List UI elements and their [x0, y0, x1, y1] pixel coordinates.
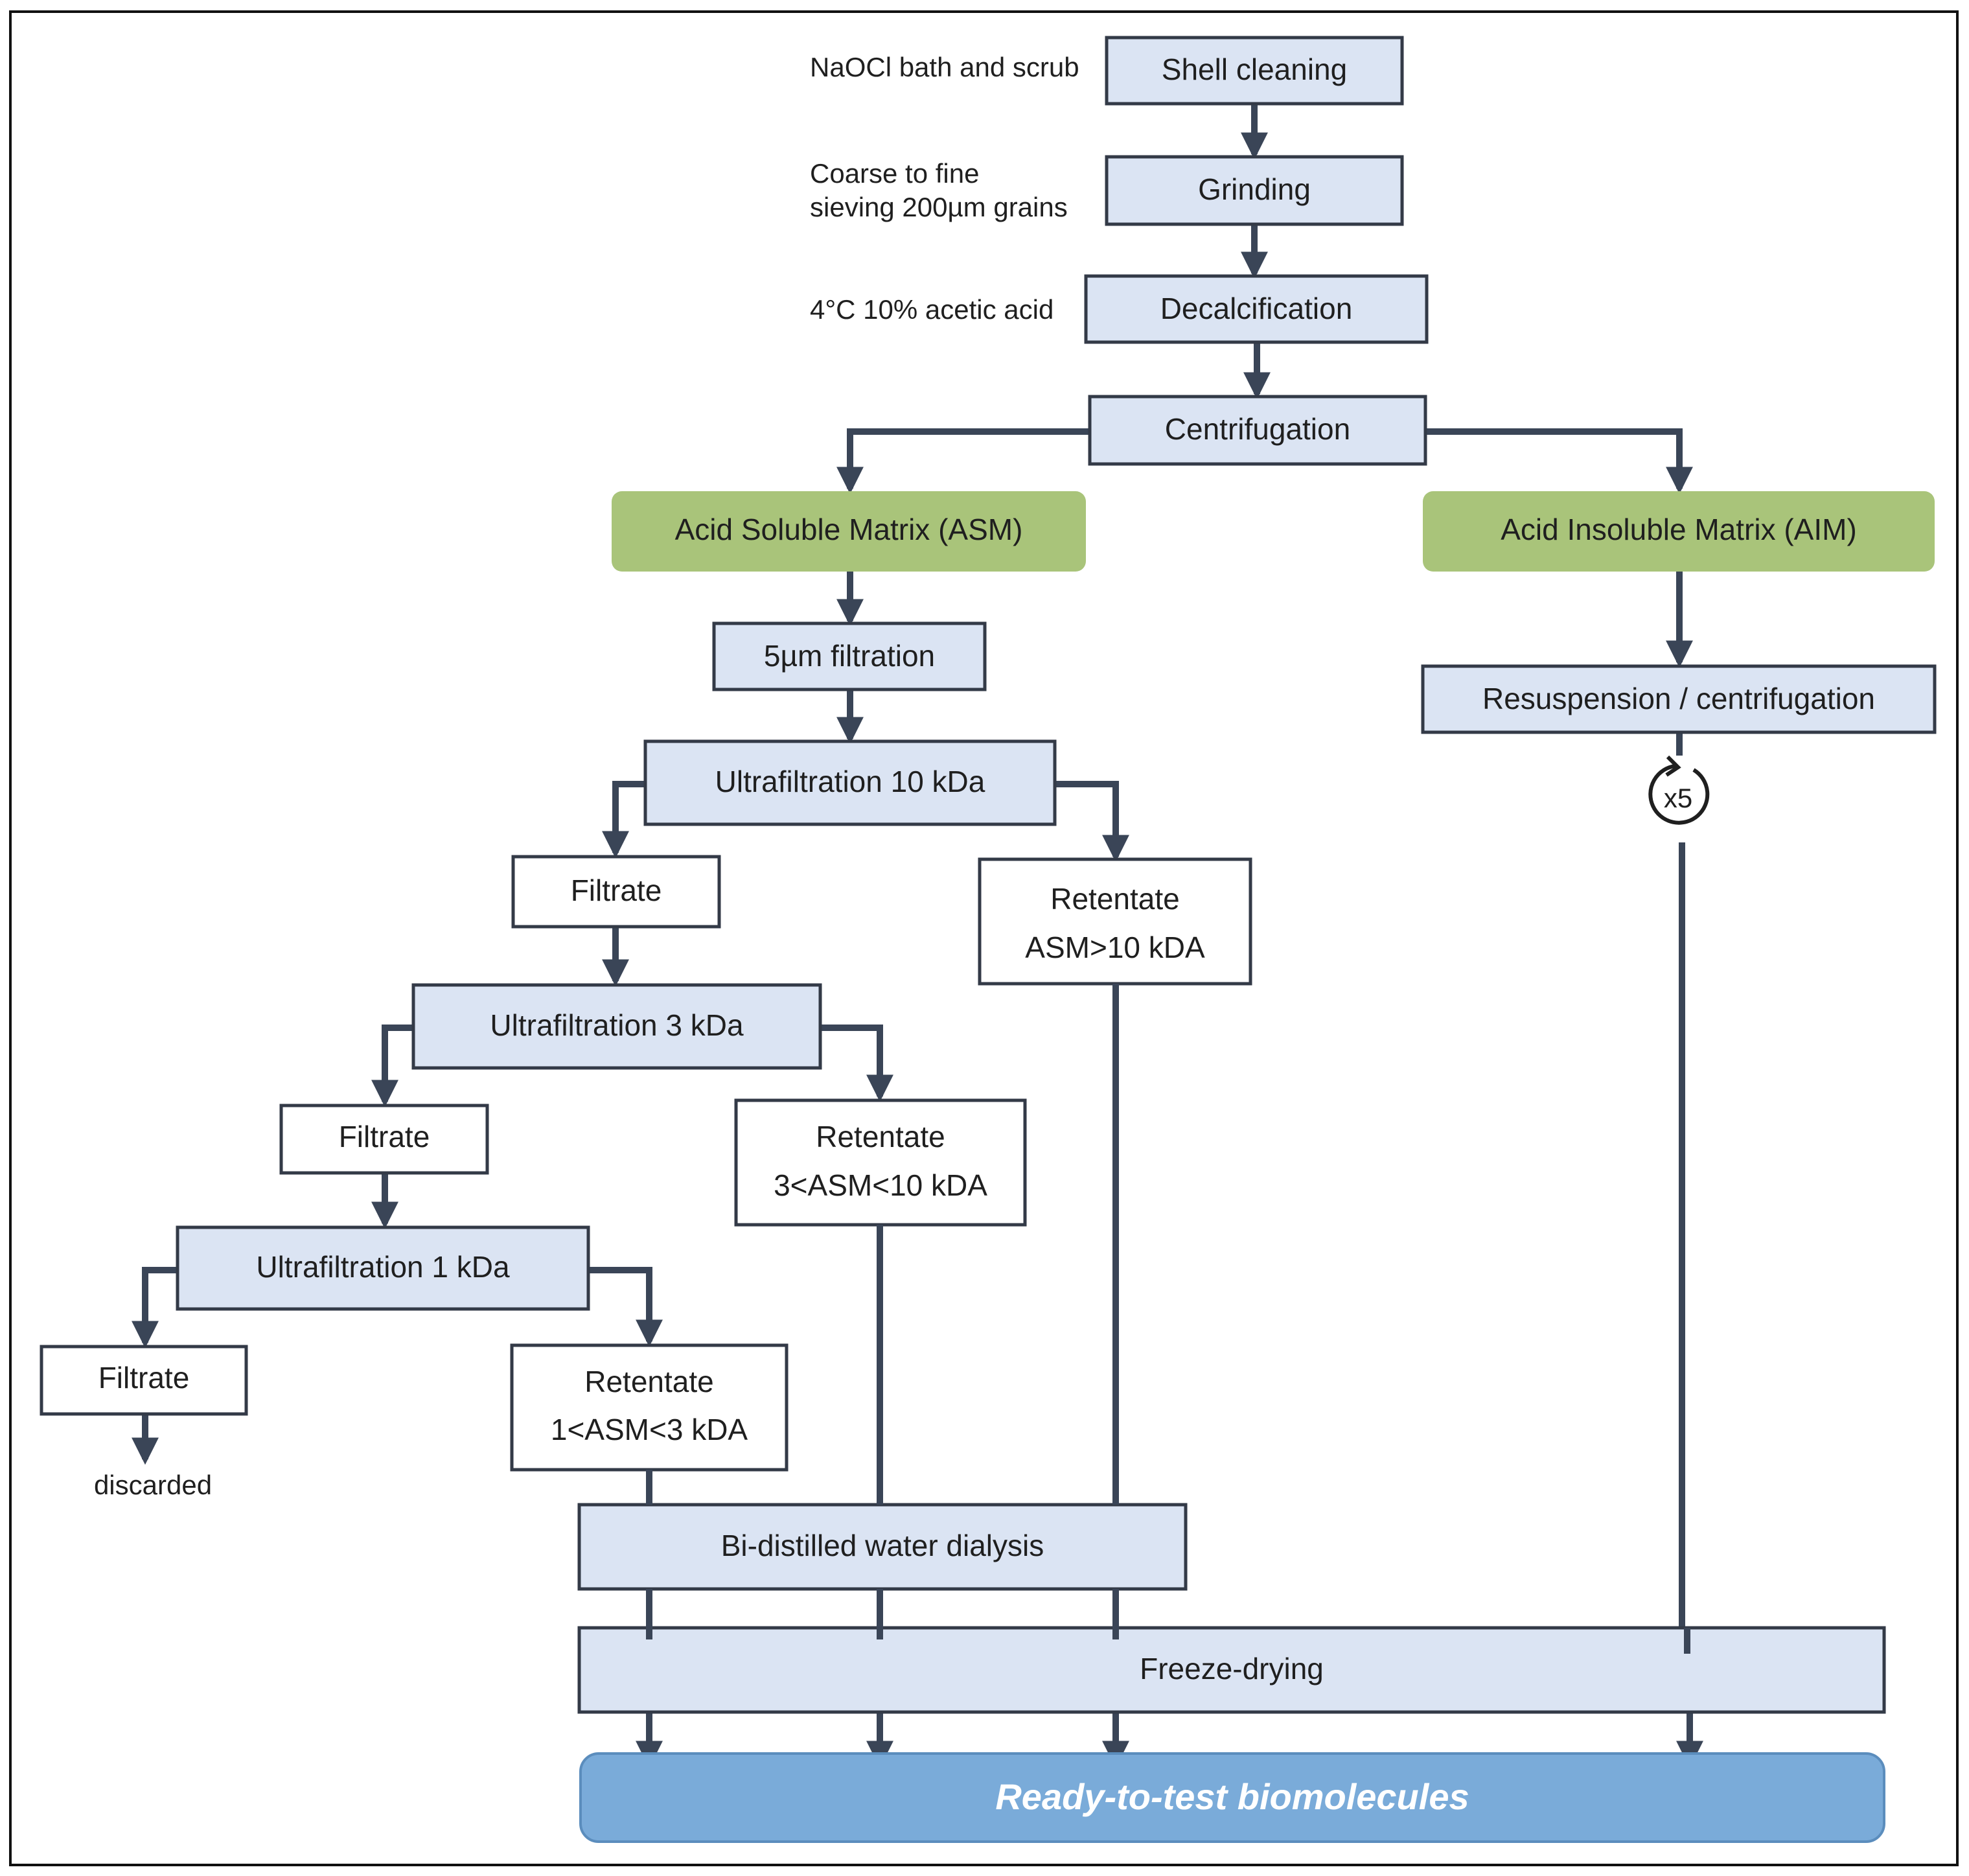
filtration-5um-label: 5µm filtration — [764, 639, 935, 673]
resuspension-box — [1421, 664, 1937, 734]
asm-box — [612, 491, 1086, 572]
shell-cleaning-box — [1105, 36, 1404, 106]
ultrafiltration-3kda-label: Ultrafiltration 3 kDa — [490, 1008, 744, 1042]
filtrate-box-3 — [40, 1345, 248, 1416]
aim-label: Acid Insoluble Matrix (AIM) — [1501, 513, 1857, 546]
dialysis-label: Bi-distilled water dialysis — [721, 1529, 1044, 1562]
arrow-uf1-to-retentate — [588, 1267, 663, 1347]
filtrate-box-1 — [511, 855, 721, 929]
dialysis-box — [577, 1503, 1188, 1591]
grinding-label: Grinding — [1198, 172, 1311, 206]
aim-box — [1423, 491, 1935, 572]
grinding-box — [1105, 155, 1404, 226]
ready-to-test-label: Ready-to-test biomolecules — [995, 1776, 1469, 1817]
ultrafiltration-3kda-box — [411, 983, 822, 1070]
ultrafiltration-1kda-box — [176, 1225, 590, 1311]
repeat-icon: x5 — [1648, 755, 1710, 825]
filtrate-label-3: Filtrate — [98, 1361, 190, 1395]
retentate-1kda-range: 1<ASM<3 kDA — [551, 1413, 748, 1446]
note-shell-cleaning: NaOCl bath and scrub — [810, 52, 1079, 82]
arrow-uf10-to-filtrate — [602, 781, 645, 859]
resuspension-label: Resuspension / centrifugation — [1482, 682, 1875, 715]
retentate-10kda-box — [978, 857, 1252, 986]
note-grinding-line1: Coarse to fine — [810, 158, 979, 189]
discarded-label: discarded — [94, 1470, 212, 1500]
arrow-uf1-to-filtrate — [132, 1267, 178, 1349]
ultrafiltration-10kda-box — [643, 739, 1057, 826]
overlay-connectors — [646, 984, 1690, 1654]
repeat-arrowhead — [1665, 755, 1681, 777]
filtrate-box-2 — [279, 1104, 489, 1175]
retentate-1kda-label: Retentate — [584, 1365, 713, 1398]
ultrafiltration-10kda-label: Ultrafiltration 10 kDa — [715, 765, 985, 798]
filtration-5um-box — [712, 621, 987, 691]
repeat-count-label: x5 — [1664, 783, 1692, 813]
retentate-1kda-box — [510, 1343, 789, 1472]
freeze-drying-box — [577, 1626, 1886, 1714]
ultrafiltration-1kda-label: Ultrafiltration 1 kDa — [256, 1250, 510, 1284]
outer-frame — [9, 10, 1959, 1866]
centrifugation-label: Centrifugation — [1165, 412, 1350, 446]
repeat-arc — [1648, 764, 1710, 825]
filtrate-label-2: Filtrate — [339, 1120, 430, 1153]
retentate-3kda-box — [734, 1098, 1027, 1227]
arrow-centrifugation-to-asm — [836, 428, 1090, 494]
note-grinding-line2: sieving 200µm grains — [810, 192, 1068, 222]
shell-cleaning-label: Shell cleaning — [1162, 52, 1347, 86]
ready-to-test-box — [579, 1752, 1885, 1843]
freeze-drying-label: Freeze-drying — [1140, 1652, 1324, 1685]
retentate-10kda-label: Retentate — [1050, 882, 1179, 916]
retentate-3kda-range: 3<ASM<10 kDA — [774, 1168, 987, 1202]
retentate-3kda-label: Retentate — [816, 1120, 945, 1153]
arrow-uf10-to-retentate — [1055, 781, 1129, 863]
decalcification-box — [1084, 274, 1429, 344]
filtrate-label-1: Filtrate — [571, 874, 662, 907]
asm-label: Acid Soluble Matrix (ASM) — [675, 513, 1023, 546]
note-decalcification: 4°C 10% acetic acid — [810, 294, 1054, 325]
decalcification-label: Decalcification — [1160, 292, 1353, 325]
arrow-centrifugation-to-aim — [1425, 428, 1693, 494]
centrifugation-box — [1088, 395, 1427, 466]
retentate-10kda-range: ASM>10 kDA — [1025, 931, 1205, 964]
arrow-uf3-to-retentate — [820, 1025, 893, 1102]
arrow-uf3-to-filtrate — [371, 1025, 413, 1107]
